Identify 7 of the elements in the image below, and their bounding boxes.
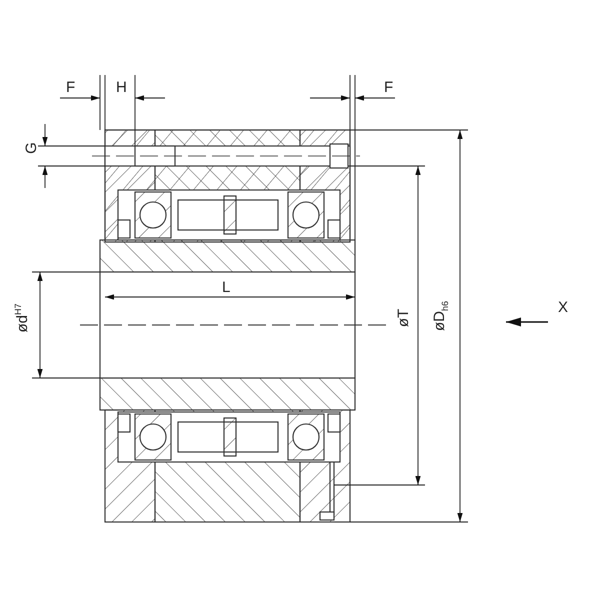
dimension-label: G	[24, 142, 39, 154]
dimension-label: X	[558, 300, 568, 315]
dimension-label: F	[66, 80, 76, 95]
dimension-label: L	[222, 280, 230, 295]
dimension-label: øT	[396, 308, 411, 328]
dimension-label: F	[384, 80, 394, 95]
dimension-label: H	[116, 80, 127, 95]
